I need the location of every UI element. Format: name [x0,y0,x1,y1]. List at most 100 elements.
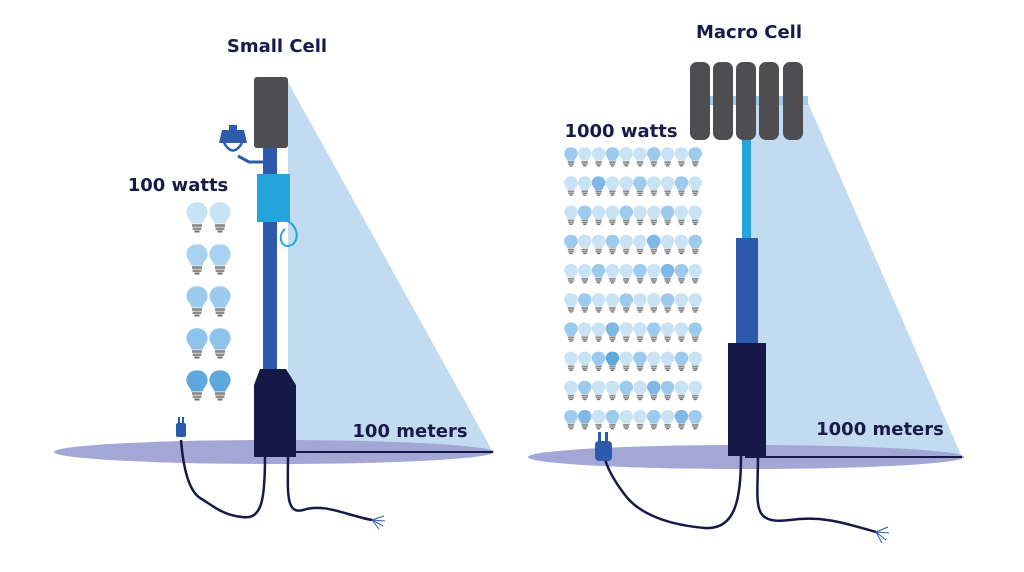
light-bulb-icon [688,351,702,371]
small-cell-radio-unit [257,174,290,222]
light-bulb-icon [619,322,633,342]
light-bulb-icon [186,286,208,317]
light-bulb-icon [619,410,633,430]
light-bulb-icon [605,380,620,401]
light-bulb-icon [619,205,633,225]
light-bulb-icon [564,176,578,196]
light-bulb-icon [591,264,606,284]
light-bulb-icon [578,322,592,342]
macro-cell-range-label: 1000 meters [816,419,944,440]
light-bulb-icon [209,370,231,401]
light-bulb-icon [688,147,702,167]
light-bulb-icon [564,322,578,342]
light-bulb-icon [647,264,661,284]
light-bulb-icon [660,205,675,225]
light-bulb-icon [578,410,592,430]
small-cell-panel: Small Cell [54,36,494,530]
light-bulb-icon [647,205,661,225]
light-bulb-icon [619,293,633,313]
small-cell-coverage-beam [288,82,493,452]
small-cell-plug-icon [176,417,186,437]
macro-cell-base-cabinet [728,343,766,456]
light-bulb-icon [674,147,689,167]
light-bulb-icon [605,205,620,225]
light-bulb-icon [660,234,675,255]
light-bulb-icon [674,410,689,430]
macro-cell-bulb-grid [564,147,702,430]
light-bulb-icon [578,147,592,167]
light-bulb-icon [591,410,606,430]
small-cell-base-cabinet [254,369,296,457]
light-bulb-icon [564,147,578,167]
light-bulb-icon [591,176,606,196]
light-bulb-icon [619,264,633,284]
light-bulb-icon [209,286,231,317]
light-bulb-icon [591,205,606,225]
macro-cell-plug-icon [595,432,612,461]
light-bulb-icon [591,293,606,313]
small-cell-cable-wires [371,515,386,530]
light-bulb-icon [605,322,620,342]
small-cell-power-cable [179,439,267,519]
light-bulb-icon [647,293,661,313]
light-bulb-icon [605,264,620,284]
light-bulb-icon [591,380,606,401]
light-bulb-icon [660,176,675,196]
light-bulb-icon [633,410,647,430]
macro-cell-power-label: 1000 watts [564,121,677,142]
small-cell-antenna [254,77,288,148]
macro-cell-panel: Macro Cell [528,22,964,544]
light-bulb-icon [605,176,620,196]
light-bulb-icon [605,293,620,313]
light-bulb-icon [674,264,689,284]
light-bulb-icon [660,147,675,167]
light-bulb-icon [578,264,592,284]
light-bulb-icon [564,380,578,401]
light-bulb-icon [591,234,606,255]
light-bulb-icon [619,147,633,167]
light-bulb-icon [633,176,647,196]
light-bulb-icon [647,322,661,342]
macro-cell-title: Macro Cell [696,22,802,43]
light-bulb-icon [688,322,702,342]
light-bulb-icon [688,234,702,255]
street-lamp-icon [219,125,263,164]
light-bulb-icon [186,202,208,233]
light-bulb-icon [647,410,661,430]
light-bulb-icon [186,370,208,401]
light-bulb-icon [186,244,208,275]
macro-cell-antenna-array [690,62,803,140]
light-bulb-icon [605,234,620,255]
light-bulb-icon [660,322,675,342]
light-bulb-icon [619,351,633,371]
macro-cell-mast-upper [742,138,751,240]
light-bulb-icon [578,234,592,255]
light-bulb-icon [564,264,578,284]
light-bulb-icon [660,351,675,371]
light-bulb-icon [633,351,647,371]
small-cell-unit-cable [279,219,298,248]
light-bulb-icon [674,380,689,401]
light-bulb-icon [633,205,647,225]
light-bulb-icon [688,410,702,430]
macro-cell-mast-lower [736,238,758,346]
light-bulb-icon [660,380,675,401]
macro-cell-coverage-beam [748,98,962,457]
light-bulb-icon [647,234,661,255]
light-bulb-icon [633,147,647,167]
light-bulb-icon [688,293,702,313]
small-cell-bulb-grid [186,202,231,401]
light-bulb-icon [674,351,689,371]
light-bulb-icon [605,147,620,167]
light-bulb-icon [605,410,620,430]
macro-cell-data-cable [756,455,877,534]
macro-cell-power-cable [602,454,743,530]
light-bulb-icon [186,328,208,359]
light-bulb-icon [674,205,689,225]
light-bulb-icon [633,380,647,401]
light-bulb-icon [578,176,592,196]
light-bulb-icon [605,351,620,371]
light-bulb-icon [688,205,702,225]
light-bulb-icon [578,293,592,313]
